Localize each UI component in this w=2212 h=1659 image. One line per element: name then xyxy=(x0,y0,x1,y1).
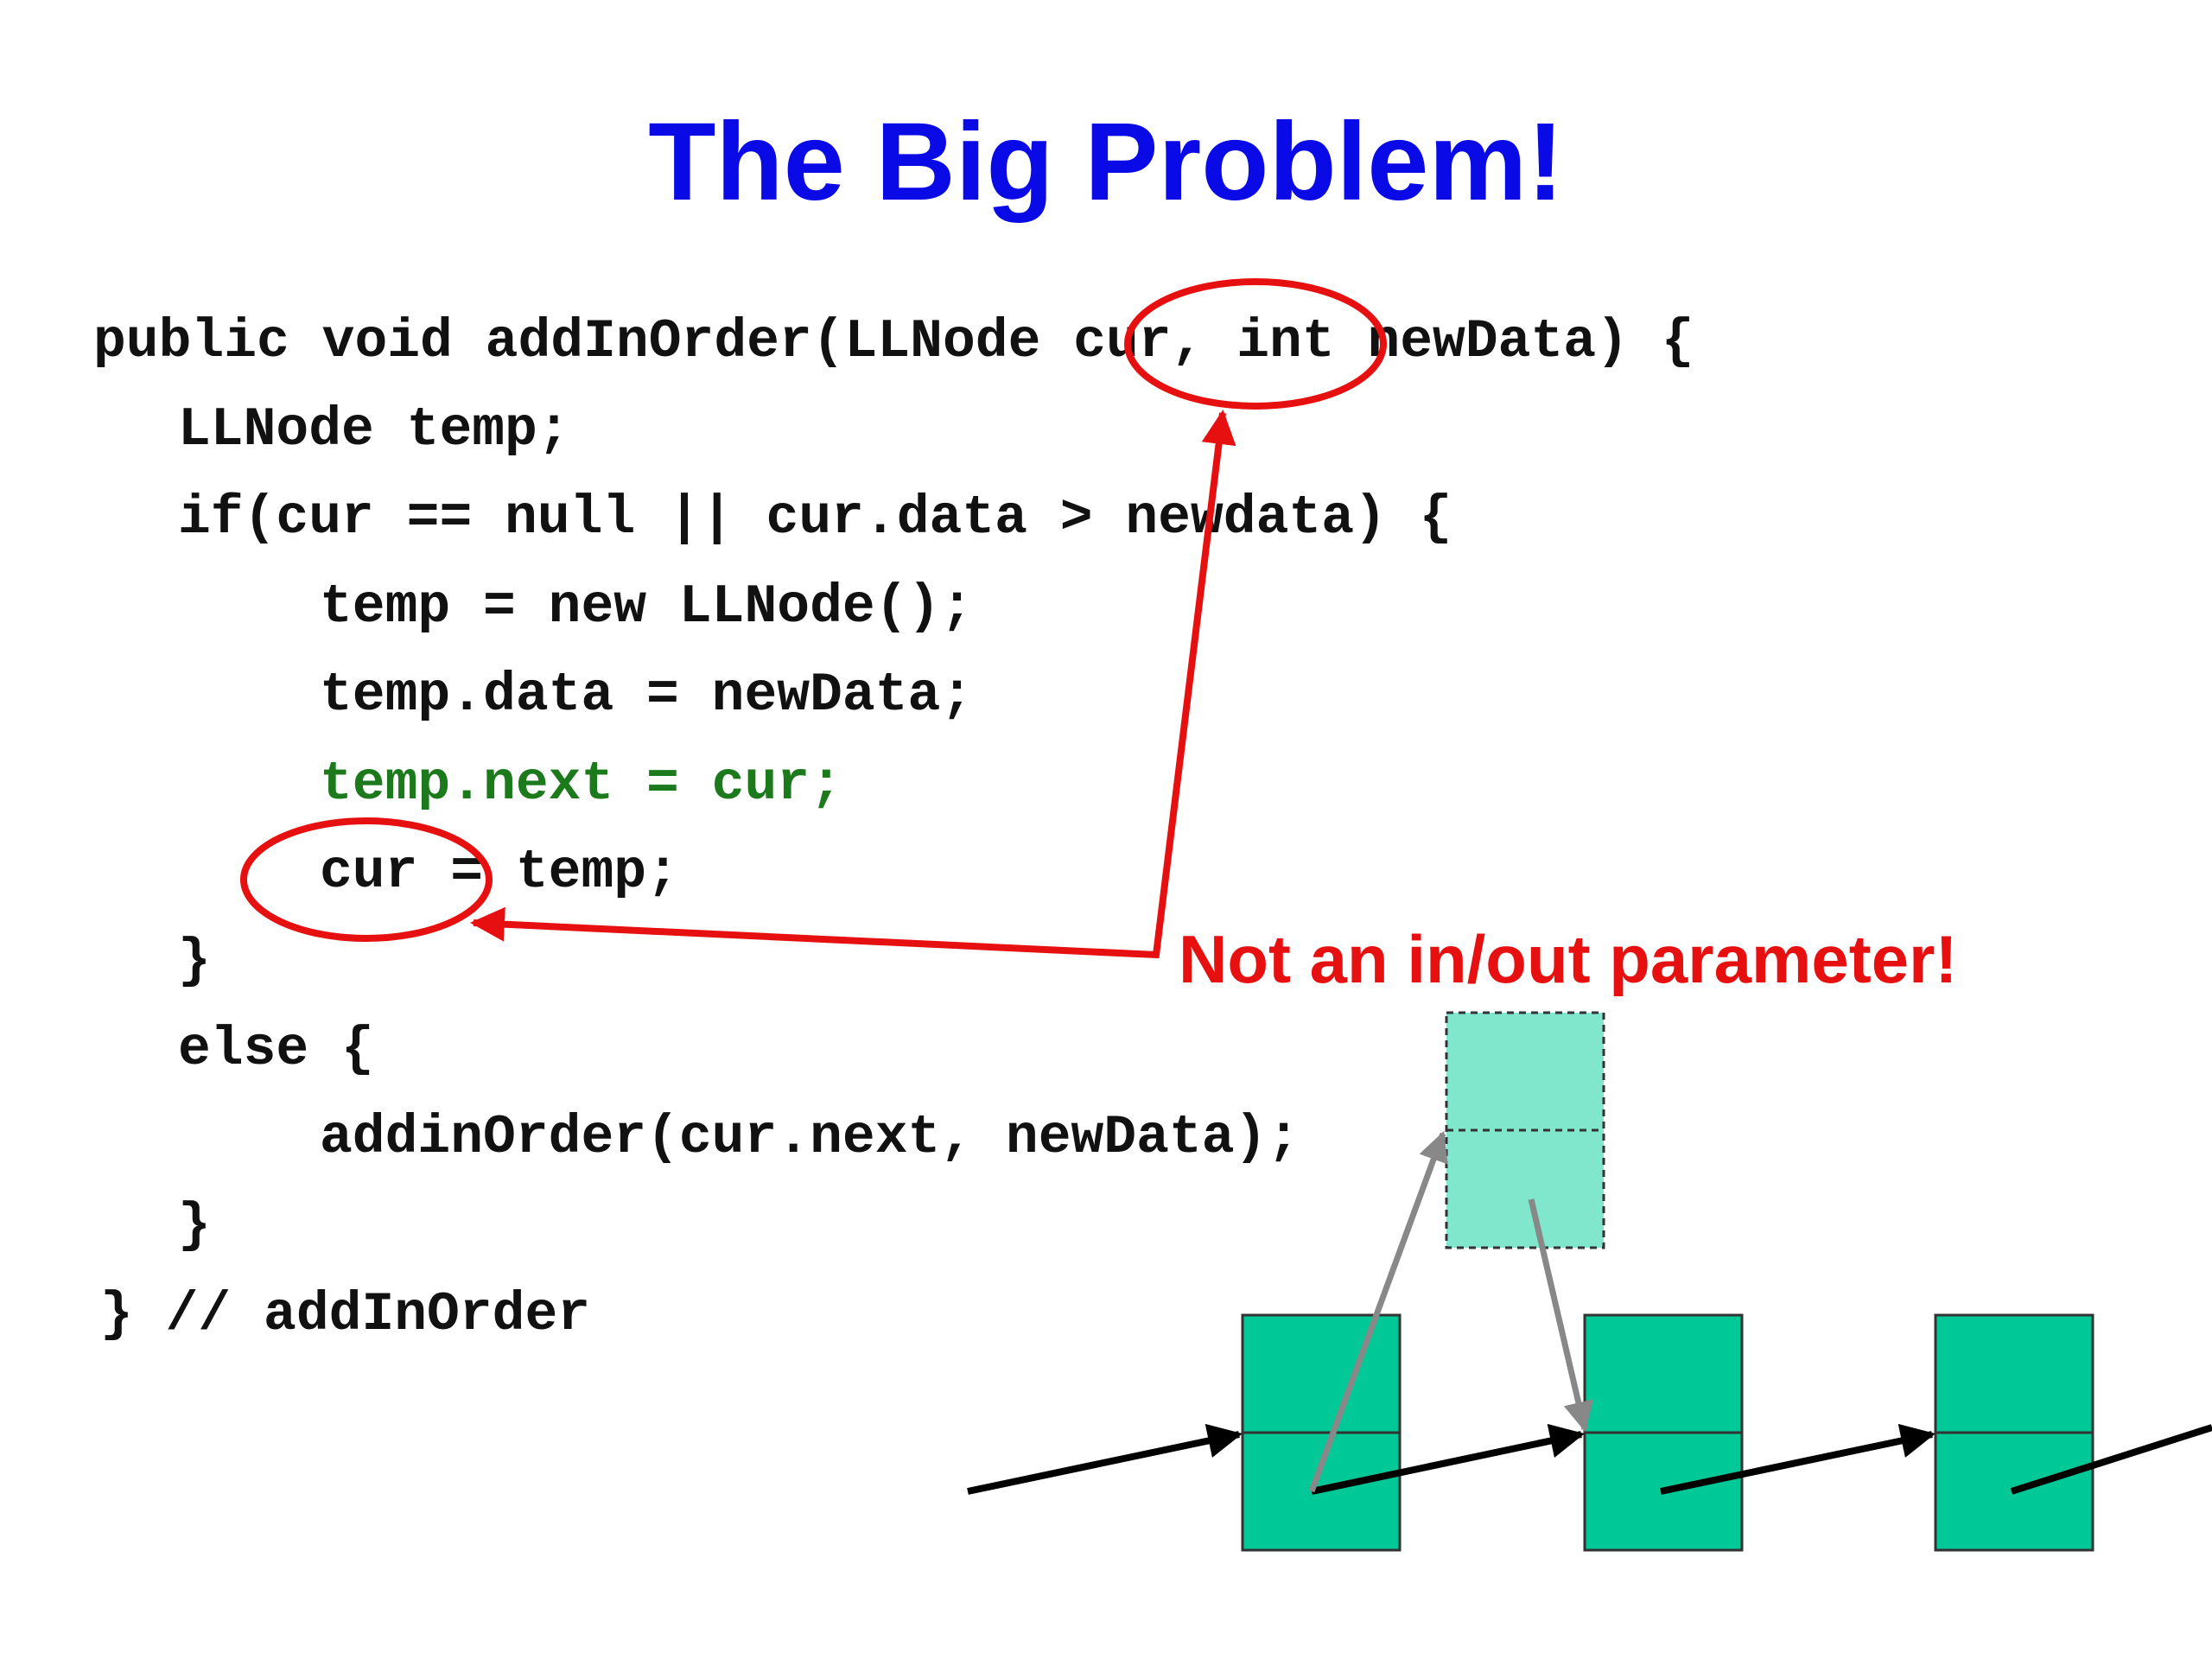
code-line-method-close: } // addInOrder xyxy=(100,1284,591,1345)
pointer-node2-to-node3 xyxy=(1660,1423,1936,1495)
new-node xyxy=(1445,1011,1605,1249)
code-line-signature: public void addInOrder(LLNode cur, int n… xyxy=(93,311,1694,372)
code-line-else-close: } xyxy=(178,1195,211,1256)
pointer-node1-to-node2 xyxy=(1311,1423,1585,1495)
circle-cur-parameter xyxy=(1124,278,1387,410)
callout-label: Not an in/out parameter! xyxy=(1179,921,1958,997)
red-connector-arrow xyxy=(470,410,1236,959)
head-pointer-arrow xyxy=(967,1423,1243,1495)
circle-cur-assignment xyxy=(240,817,493,942)
pointer-node3-out xyxy=(2010,1424,2212,1495)
pointer-node1-to-new-node xyxy=(1308,1130,1448,1493)
code-line-if-close: } xyxy=(178,931,211,992)
list-node-1 xyxy=(1241,1313,1402,1552)
code-line-recursive-call: addinOrder(cur.next, newData); xyxy=(320,1107,1300,1168)
code-line-else: else { xyxy=(178,1019,374,1080)
pointer-new-node-to-node2 xyxy=(1528,1198,1593,1433)
slide-title: The Big Problem! xyxy=(648,100,1564,224)
list-node-2 xyxy=(1583,1313,1744,1552)
list-node-3 xyxy=(1934,1313,2094,1552)
